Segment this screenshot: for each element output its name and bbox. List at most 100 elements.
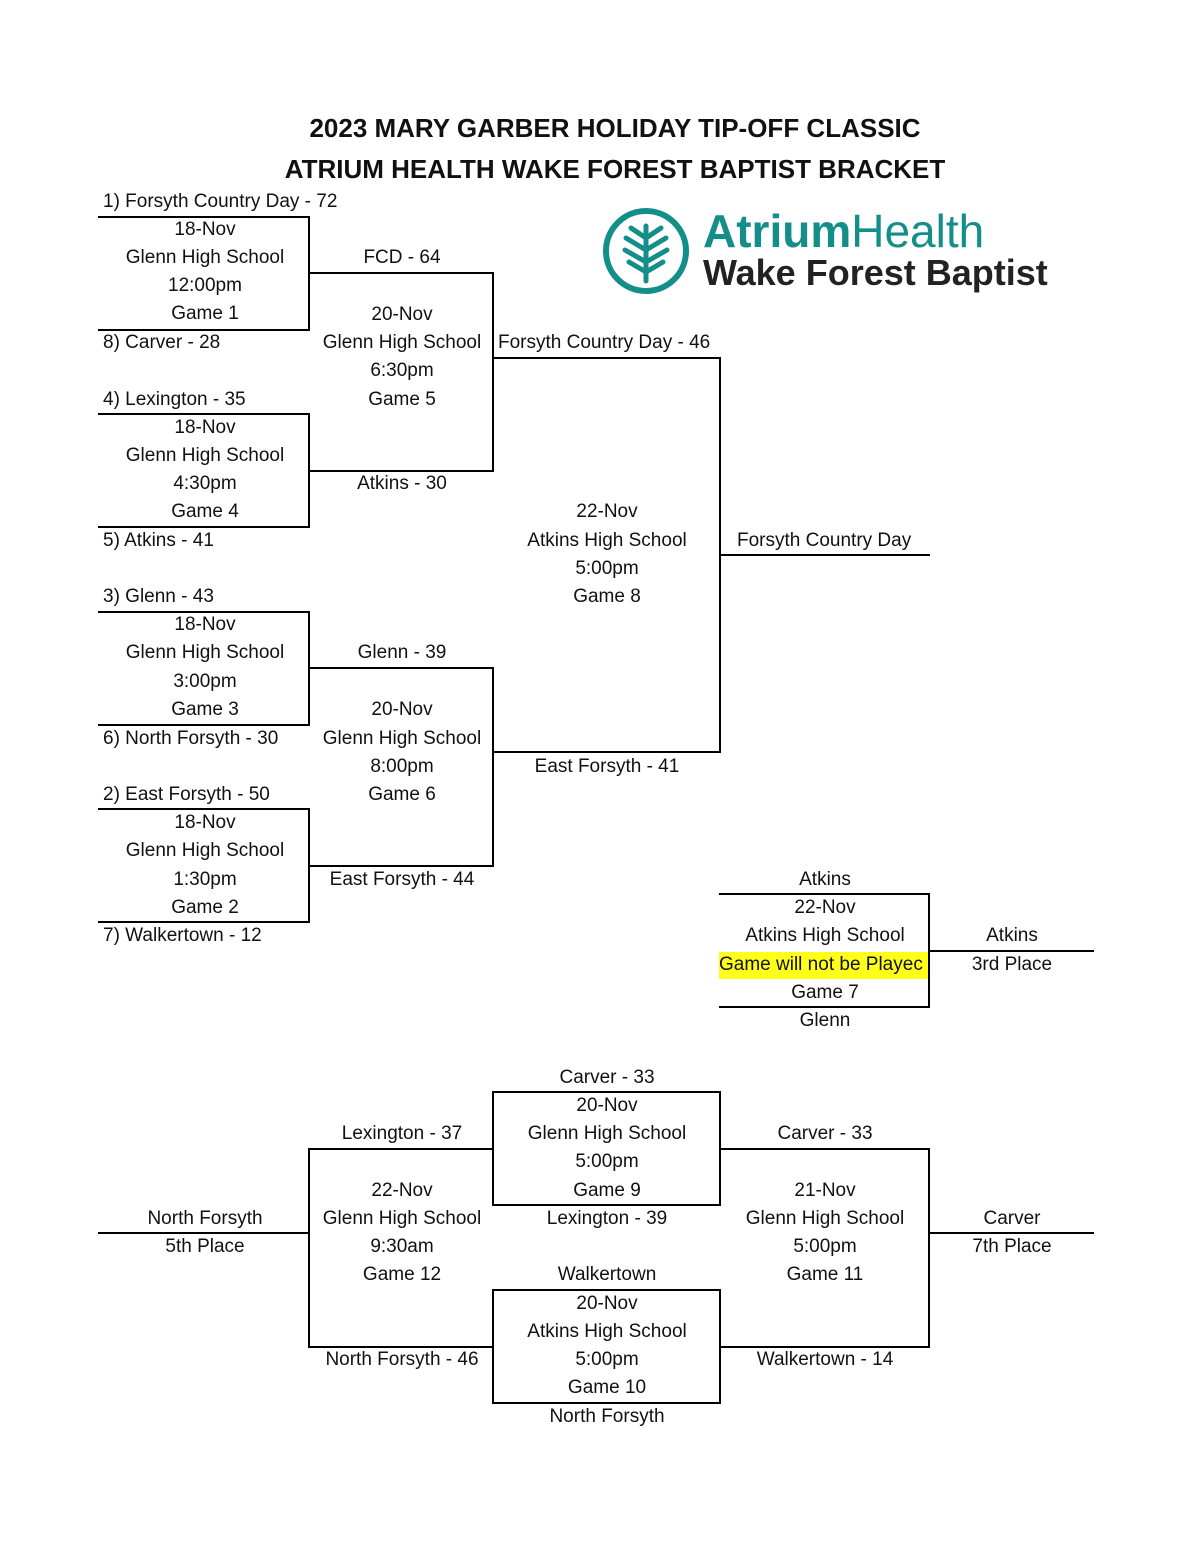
atrium-tree-logo-icon <box>603 208 689 294</box>
seed-4-team: 4) Lexington - 35 <box>103 389 246 410</box>
champion: Forsyth Country Day <box>737 530 912 551</box>
game-date: 22-Nov <box>371 1180 433 1201</box>
game-number: Game 8 <box>573 586 641 607</box>
game-cancel-note: Game will not be Playec <box>719 954 923 975</box>
consolation-team: Walkertown - 14 <box>756 1349 894 1370</box>
game-site: Glenn High School <box>125 642 285 663</box>
bracket-line <box>492 1204 721 1206</box>
bracket-line <box>492 272 494 472</box>
seed-8-team: 8) Carver - 28 <box>103 332 221 353</box>
game-time: 9:30am <box>370 1236 434 1257</box>
bracket-line <box>98 1232 310 1234</box>
game-date: 18-Nov <box>174 219 236 240</box>
bracket-line <box>308 1346 494 1348</box>
final-team: East Forsyth - 41 <box>534 756 680 777</box>
game-date: 20-Nov <box>576 1293 638 1314</box>
bracket-line <box>98 921 310 923</box>
consolation-team: Lexington - 37 <box>341 1123 463 1144</box>
game-time: 5:00pm <box>575 1349 639 1370</box>
game-number: Game 3 <box>171 699 239 720</box>
bracket-line <box>928 1232 1094 1234</box>
game-site: Glenn High School <box>322 332 482 353</box>
game-number: Game 7 <box>791 982 859 1003</box>
game-site: Atkins High School <box>527 530 687 551</box>
bracket-line <box>492 1402 721 1404</box>
bracket-line <box>719 554 930 556</box>
bracket-line <box>492 1091 721 1093</box>
bracket-line <box>308 470 494 472</box>
game-number: Game 11 <box>786 1264 864 1285</box>
seed-1-team: 1) Forsyth Country Day - 72 <box>103 191 338 212</box>
game-number: Game 4 <box>171 501 239 522</box>
place-label: 7th Place <box>972 1236 1052 1257</box>
bracket-line <box>308 272 494 274</box>
semifinal-team: Atkins - 30 <box>357 473 447 494</box>
bracket-line <box>492 1289 721 1291</box>
bracket-line <box>719 1006 930 1008</box>
seed-2-team: 2) East Forsyth - 50 <box>103 784 270 805</box>
game-number: Game 10 <box>567 1377 647 1398</box>
semifinal-team: FCD - 64 <box>363 247 441 268</box>
consolation-team: Carver - 33 <box>559 1067 655 1088</box>
highlight-note <box>719 952 928 979</box>
third-place-winner: Atkins <box>986 925 1038 946</box>
bracket-line <box>928 1148 930 1348</box>
seed-5-team: 5) Atkins - 41 <box>103 530 214 551</box>
game-time: 1:30pm <box>173 869 237 890</box>
game-number: Game 1 <box>171 303 239 324</box>
game-time: 8:00pm <box>370 756 434 777</box>
game-date: 22-Nov <box>794 897 856 918</box>
third-place-team: Glenn <box>799 1010 851 1031</box>
logo-wordmark-line2: Wake Forest Baptist <box>703 252 1048 293</box>
seed-7-team: 7) Walkertown - 12 <box>103 925 262 946</box>
bracket-line <box>719 1148 930 1150</box>
bracket-line <box>98 808 310 810</box>
consolation-team: North Forsyth <box>549 1406 665 1427</box>
bracket-line <box>492 751 721 753</box>
logo-wordmark: AtriumHealth <box>703 205 985 257</box>
game-site: Glenn High School <box>322 728 482 749</box>
bracket-line <box>928 950 1094 952</box>
game-number: Game 2 <box>171 897 239 918</box>
bracket-line <box>492 357 721 359</box>
game-time: 4:30pm <box>173 473 237 494</box>
consolation-team: Carver - 33 <box>777 1123 873 1144</box>
bracket-line <box>98 413 310 415</box>
game-date: 20-Nov <box>576 1095 638 1116</box>
game-time: 6:30pm <box>370 360 434 381</box>
consolation-team: North Forsyth - 46 <box>325 1349 479 1370</box>
game-date: 18-Nov <box>174 812 236 833</box>
game-number: Game 12 <box>362 1264 442 1285</box>
third-place-team: Atkins <box>799 869 851 890</box>
bracket-line <box>308 865 494 867</box>
fifth-place-winner: North Forsyth <box>147 1208 263 1229</box>
bracket-line <box>308 1148 494 1150</box>
game-time: 5:00pm <box>793 1236 857 1257</box>
game-site: Glenn High School <box>125 247 285 268</box>
place-label: 3rd Place <box>971 954 1053 975</box>
consolation-team: Lexington - 39 <box>546 1208 668 1229</box>
bracket-line <box>308 1148 310 1348</box>
game-site: Atkins High School <box>527 1321 687 1342</box>
game-date: 20-Nov <box>371 304 433 325</box>
seventh-place-winner: Carver <box>983 1208 1041 1229</box>
game-site: Glenn High School <box>125 445 285 466</box>
bracket-line <box>98 611 310 613</box>
bracket-line <box>98 724 310 726</box>
final-team: Forsyth Country Day - 46 <box>498 332 711 353</box>
game-date: 18-Nov <box>174 614 236 635</box>
game-time: 12:00pm <box>168 275 242 296</box>
place-label: 5th Place <box>165 1236 245 1257</box>
seed-3-team: 3) Glenn - 43 <box>103 586 214 607</box>
game-time: 3:00pm <box>173 671 237 692</box>
bracket-line <box>492 667 494 867</box>
bracket-subtitle: ATRIUM HEALTH WAKE FOREST BAPTIST BRACKE… <box>284 154 946 184</box>
consolation-team: Walkertown <box>557 1264 657 1285</box>
game-number: Game 9 <box>573 1180 641 1201</box>
bracket-line <box>98 329 310 331</box>
game-time: 5:00pm <box>575 558 639 579</box>
semifinal-team: East Forsyth - 44 <box>329 869 475 890</box>
game-number: Game 6 <box>368 784 436 805</box>
game-site: Glenn High School <box>322 1208 482 1229</box>
game-site: Glenn High School <box>527 1123 687 1144</box>
